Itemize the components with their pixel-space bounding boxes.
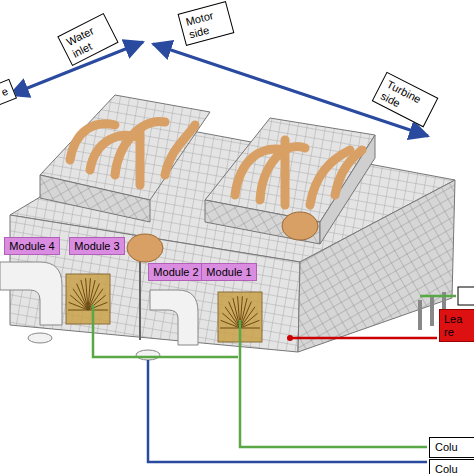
cut-label-box <box>458 287 474 305</box>
callout-box: e <box>0 78 17 107</box>
module-label: Module 4 <box>4 237 59 256</box>
label-text: Module 4 <box>9 240 54 253</box>
label-text: Motor side <box>184 7 227 41</box>
callout-box: Colu <box>429 437 474 458</box>
leader-line <box>93 296 456 462</box>
module-label: Module 3 <box>69 237 124 256</box>
label-text: Module 2 <box>153 266 198 279</box>
module-label: Module 1 <box>201 263 256 282</box>
callout-box: Lea re <box>439 309 474 342</box>
cooling-pipes <box>70 122 362 205</box>
callout-box: Colu <box>429 459 474 474</box>
fan-grille <box>66 274 262 342</box>
stator-frame <box>10 95 455 352</box>
water-pipe-stub <box>0 262 444 360</box>
label-text: Turbine side <box>379 78 431 121</box>
label-text: Lea re <box>444 313 468 338</box>
cylinder <box>127 212 318 262</box>
module-label: Module 2 <box>148 263 203 282</box>
callout-box: Water inlet <box>57 13 118 66</box>
leak-point <box>287 335 293 341</box>
label-text: Colu <box>435 441 474 454</box>
label-text: Water inlet <box>64 20 111 61</box>
label-text: Module 1 <box>206 266 251 279</box>
label-text: Colu <box>435 463 474 474</box>
callout-box: Motor side <box>178 1 235 46</box>
label-text: e <box>0 84 10 98</box>
label-text: Module 3 <box>74 240 119 253</box>
